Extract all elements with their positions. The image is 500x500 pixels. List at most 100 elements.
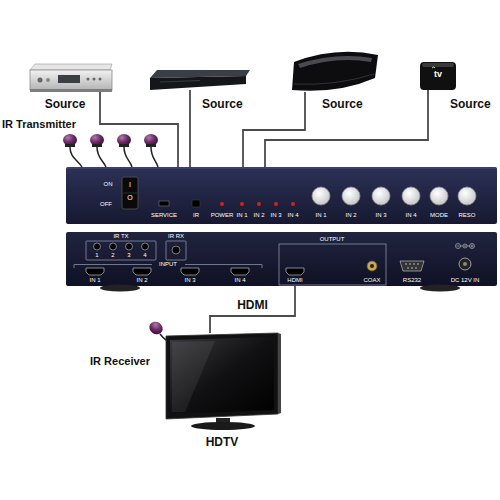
disc-player — [150, 70, 250, 90]
logo-text: tv — [434, 69, 442, 79]
panel-label: ON — [104, 181, 113, 188]
panel-label: DC 12V IN — [451, 277, 480, 284]
front-panel-body — [159, 201, 169, 206]
rear-panel-body — [413, 263, 415, 265]
rear-panel-body — [456, 244, 461, 249]
panel-label: IR — [193, 212, 199, 219]
front-panel-body — [66, 167, 497, 224]
cable-connector — [210, 286, 295, 333]
rear-panel-body — [471, 246, 474, 247]
hdtv: HDTV — [164, 333, 281, 430]
panel-label: MODE — [430, 212, 448, 219]
set-top-box — [46, 78, 50, 82]
game-console — [294, 74, 374, 84]
front-panel-body — [430, 187, 448, 205]
rear-panel-body — [133, 268, 151, 275]
panel-label: 3 — [127, 252, 130, 259]
hdtv-set — [191, 422, 255, 430]
front-panel-body — [257, 202, 261, 206]
panel-label: RS232 — [403, 277, 421, 284]
rear-panel-body — [457, 246, 460, 247]
front-panel-body — [192, 200, 200, 207]
set-top-box — [30, 89, 112, 92]
disc-player — [160, 81, 200, 83]
rear-panel-body — [94, 243, 101, 250]
rear-panel-body — [86, 268, 104, 275]
device-label: HDTV — [206, 436, 239, 450]
rear-panel-body — [231, 268, 249, 275]
callout-label: IR Receiver — [90, 355, 150, 368]
rear-panel-body — [86, 241, 156, 260]
rear-panel-body — [286, 268, 304, 275]
ir-emitter — [70, 147, 82, 167]
rear-panel-body — [405, 263, 407, 265]
front-panel-body — [67, 168, 496, 169]
set-top-box — [30, 70, 112, 90]
rear-panel-body — [411, 267, 413, 269]
rear-panel-body — [367, 261, 377, 271]
source-label: Source — [45, 98, 86, 112]
source-label: Source — [202, 98, 243, 112]
set-top-box — [58, 75, 80, 83]
ir-emitter — [124, 147, 132, 167]
rear-panel-body — [415, 267, 417, 269]
front-panel-body — [312, 187, 330, 205]
ir-receiver — [147, 319, 165, 337]
rear-panel-body — [400, 261, 424, 271]
source-device: Source — [150, 70, 250, 90]
panel-label: INPUT — [159, 261, 177, 268]
callout-label: IR Transmitter — [2, 118, 76, 131]
ir-emitter — [146, 144, 156, 147]
front-panel-body — [291, 202, 295, 206]
media-box — [420, 62, 456, 90]
hdtv-set — [170, 337, 274, 414]
front-panel-body — [122, 177, 138, 209]
rear-panel-body — [110, 243, 117, 250]
rear-panel-body — [459, 258, 471, 270]
ir-emitter — [63, 134, 158, 167]
front-panel: ONOFFIOSERVICEIRPOWERIN 1IN 2IN 3IN 4IN … — [66, 167, 497, 224]
disc-player — [150, 76, 246, 90]
rear-panel-body — [66, 232, 497, 286]
ir-emitter — [97, 147, 106, 167]
ir-emitter — [63, 134, 77, 146]
hdtv-set — [166, 333, 281, 430]
source-device: Source — [30, 64, 112, 92]
panel-label: 1 — [95, 252, 98, 259]
set-top-box — [30, 64, 112, 70]
panel-label: IN 1 — [315, 212, 326, 219]
rear-panel-body — [464, 245, 465, 246]
panel-label: 4 — [143, 252, 146, 259]
panel-label: SERVICE — [151, 212, 177, 219]
panel-label: I — [129, 181, 131, 189]
cable-label: HDMI — [235, 299, 270, 313]
set-top-box — [87, 78, 90, 81]
rear-panel: IR TX1234IR RXINPUTIN 1IN 2IN 3IN 4OUTPU… — [66, 232, 497, 286]
rear-panel-body — [66, 232, 497, 292]
rear-panel-body — [420, 285, 460, 292]
hdtv-set — [278, 333, 281, 414]
set-top-box — [99, 78, 102, 81]
source-label: Source — [322, 98, 363, 112]
panel-label: POWER — [211, 212, 234, 219]
rear-panel-body — [467, 246, 470, 247]
panel-label: OUTPUT — [320, 236, 345, 243]
rear-panel-body — [409, 263, 411, 265]
rear-panel-body — [470, 244, 475, 249]
panel-label: COAX — [363, 277, 380, 284]
panel-label: IN 4 — [287, 212, 298, 219]
panel-label: IN 2 — [253, 212, 264, 219]
rear-panel-body — [279, 244, 386, 285]
front-panel-body — [123, 193, 137, 194]
front-panel-body — [402, 187, 420, 205]
rear-panel-body — [461, 246, 464, 247]
panel-label: HDMI — [287, 277, 302, 284]
ir-emitter — [151, 147, 158, 167]
panel-label: IR RX — [168, 233, 184, 240]
rear-panel-body — [172, 246, 180, 254]
hdtv-set — [166, 333, 278, 419]
panel-label: IN 4 — [405, 212, 416, 219]
